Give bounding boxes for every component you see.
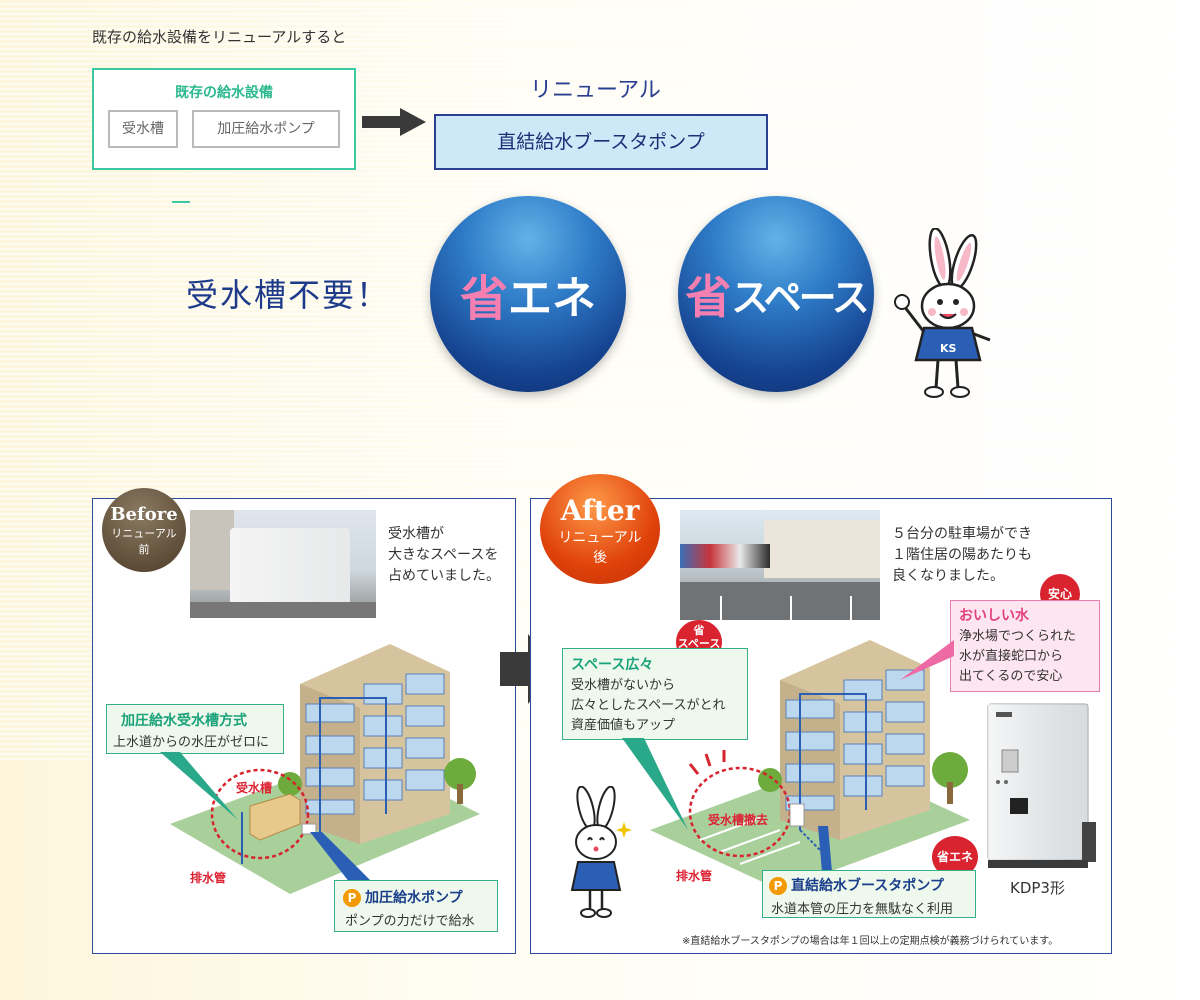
space-badge-top: 省 bbox=[693, 624, 705, 637]
before-badge-sub2: 前 bbox=[138, 543, 150, 556]
space-callout: スペース広々 受水槽がないから 広々としたスペースがとれ 資産価値もアップ bbox=[562, 648, 748, 740]
before-drain-label: 排水管 bbox=[190, 871, 227, 885]
water-title: おいしい水 bbox=[959, 608, 1029, 624]
after-drain-label: 排水管 bbox=[676, 869, 713, 883]
existing-equipment-title: 既存の給水設備 bbox=[175, 85, 273, 101]
p-circle-icon: P bbox=[343, 889, 361, 907]
removed-tank-label: 受水槽撤去 bbox=[708, 813, 769, 827]
connector-line bbox=[172, 201, 190, 203]
before-method-desc: 上水道からの水圧がゼロに bbox=[113, 735, 270, 750]
before-badge-title: Before bbox=[110, 504, 178, 525]
intro-text: 既存の給水設備をリニューアルすると bbox=[92, 28, 347, 46]
product-model-label: KDP3形 bbox=[1010, 879, 1065, 897]
space-desc: 受水槽がないから 広々としたスペースがとれ 資産価値もアップ bbox=[571, 678, 726, 733]
booster-pump-box: 加圧給水ポンプ bbox=[192, 110, 340, 148]
callout-pointer bbox=[160, 752, 238, 820]
after-photo-caption: ５台分の駐車場ができ １階住居の陽あたりも 良くなりました。 bbox=[892, 526, 1032, 584]
callout-pointer bbox=[310, 832, 370, 888]
before-badge: Before リニューアル 前 bbox=[102, 488, 186, 572]
rabbit-mascot-icon: KS bbox=[894, 228, 991, 398]
space-badge-bottom: スペース bbox=[677, 637, 721, 650]
after-photo bbox=[680, 510, 880, 620]
new-system-box: 直結給水ブースタポンプ bbox=[434, 114, 768, 170]
rabbit-mascot-icon bbox=[570, 786, 632, 918]
after-pump-title-text: 直結給水ブースタポンプ bbox=[791, 878, 944, 894]
after-badge-title: After bbox=[560, 494, 640, 527]
no-tank-headline: 受水槽不要！ bbox=[186, 276, 391, 314]
pump-product-image bbox=[987, 703, 1096, 868]
after-badge-sub: リニューアル bbox=[558, 530, 642, 546]
after-building-illustration bbox=[650, 640, 970, 890]
space-saving-circle: 省 スペース bbox=[678, 196, 874, 392]
before-photo-caption: 受水槽が 大きなスペースを 占めていました。 bbox=[388, 526, 500, 584]
callout-pointer bbox=[900, 640, 954, 680]
after-badge: After リニューアル 後 bbox=[540, 474, 660, 584]
p-circle-icon: P bbox=[769, 877, 787, 895]
mascot-logo: KS bbox=[940, 342, 957, 355]
energy-saving-circle: 省 エネ bbox=[430, 196, 626, 392]
before-photo bbox=[190, 510, 376, 618]
before-method-callout: 加圧給水受水槽方式 上水道からの水圧がゼロに bbox=[106, 704, 284, 754]
water-desc: 浄水場でつくられた 水が直接蛇口から 出てくるので安心 bbox=[959, 629, 1077, 684]
water-tank-box: 受水槽 bbox=[108, 110, 178, 148]
benefit-prefix: 省 bbox=[685, 270, 732, 324]
benefit-prefix: 省 bbox=[459, 271, 508, 327]
benefit-label: エネ bbox=[508, 273, 596, 324]
water-callout: おいしい水 浄水場でつくられた 水が直接蛇口から 出てくるので安心 bbox=[950, 600, 1100, 692]
before-method-title: 加圧給水受水槽方式 bbox=[121, 713, 247, 729]
renewal-label: リニューアル bbox=[530, 78, 661, 103]
footnote: ※直結給水ブースタポンプの場合は年１回以上の定期点検が義務づけられています。 bbox=[682, 936, 1059, 947]
space-title: スペース広々 bbox=[571, 657, 654, 673]
existing-equipment-box: 既存の給水設備 受水槽 加圧給水ポンプ bbox=[92, 68, 356, 203]
before-pump-title-text: 加圧給水ポンプ bbox=[365, 890, 463, 906]
before-tank-label: 受水槽 bbox=[236, 781, 273, 795]
benefit-label: スペース bbox=[731, 274, 869, 320]
before-badge-sub: リニューアル bbox=[111, 527, 177, 540]
callout-pointer bbox=[818, 826, 832, 872]
after-badge-sub2: 後 bbox=[593, 550, 607, 566]
after-pump-desc: 水道本管の圧力を無駄なく利用 bbox=[771, 902, 954, 917]
callout-pointer bbox=[622, 738, 688, 830]
before-building-illustration bbox=[170, 644, 480, 894]
right-arrow-icon bbox=[362, 108, 426, 136]
before-pump-desc: ポンプの力だけで給水 bbox=[345, 914, 475, 929]
